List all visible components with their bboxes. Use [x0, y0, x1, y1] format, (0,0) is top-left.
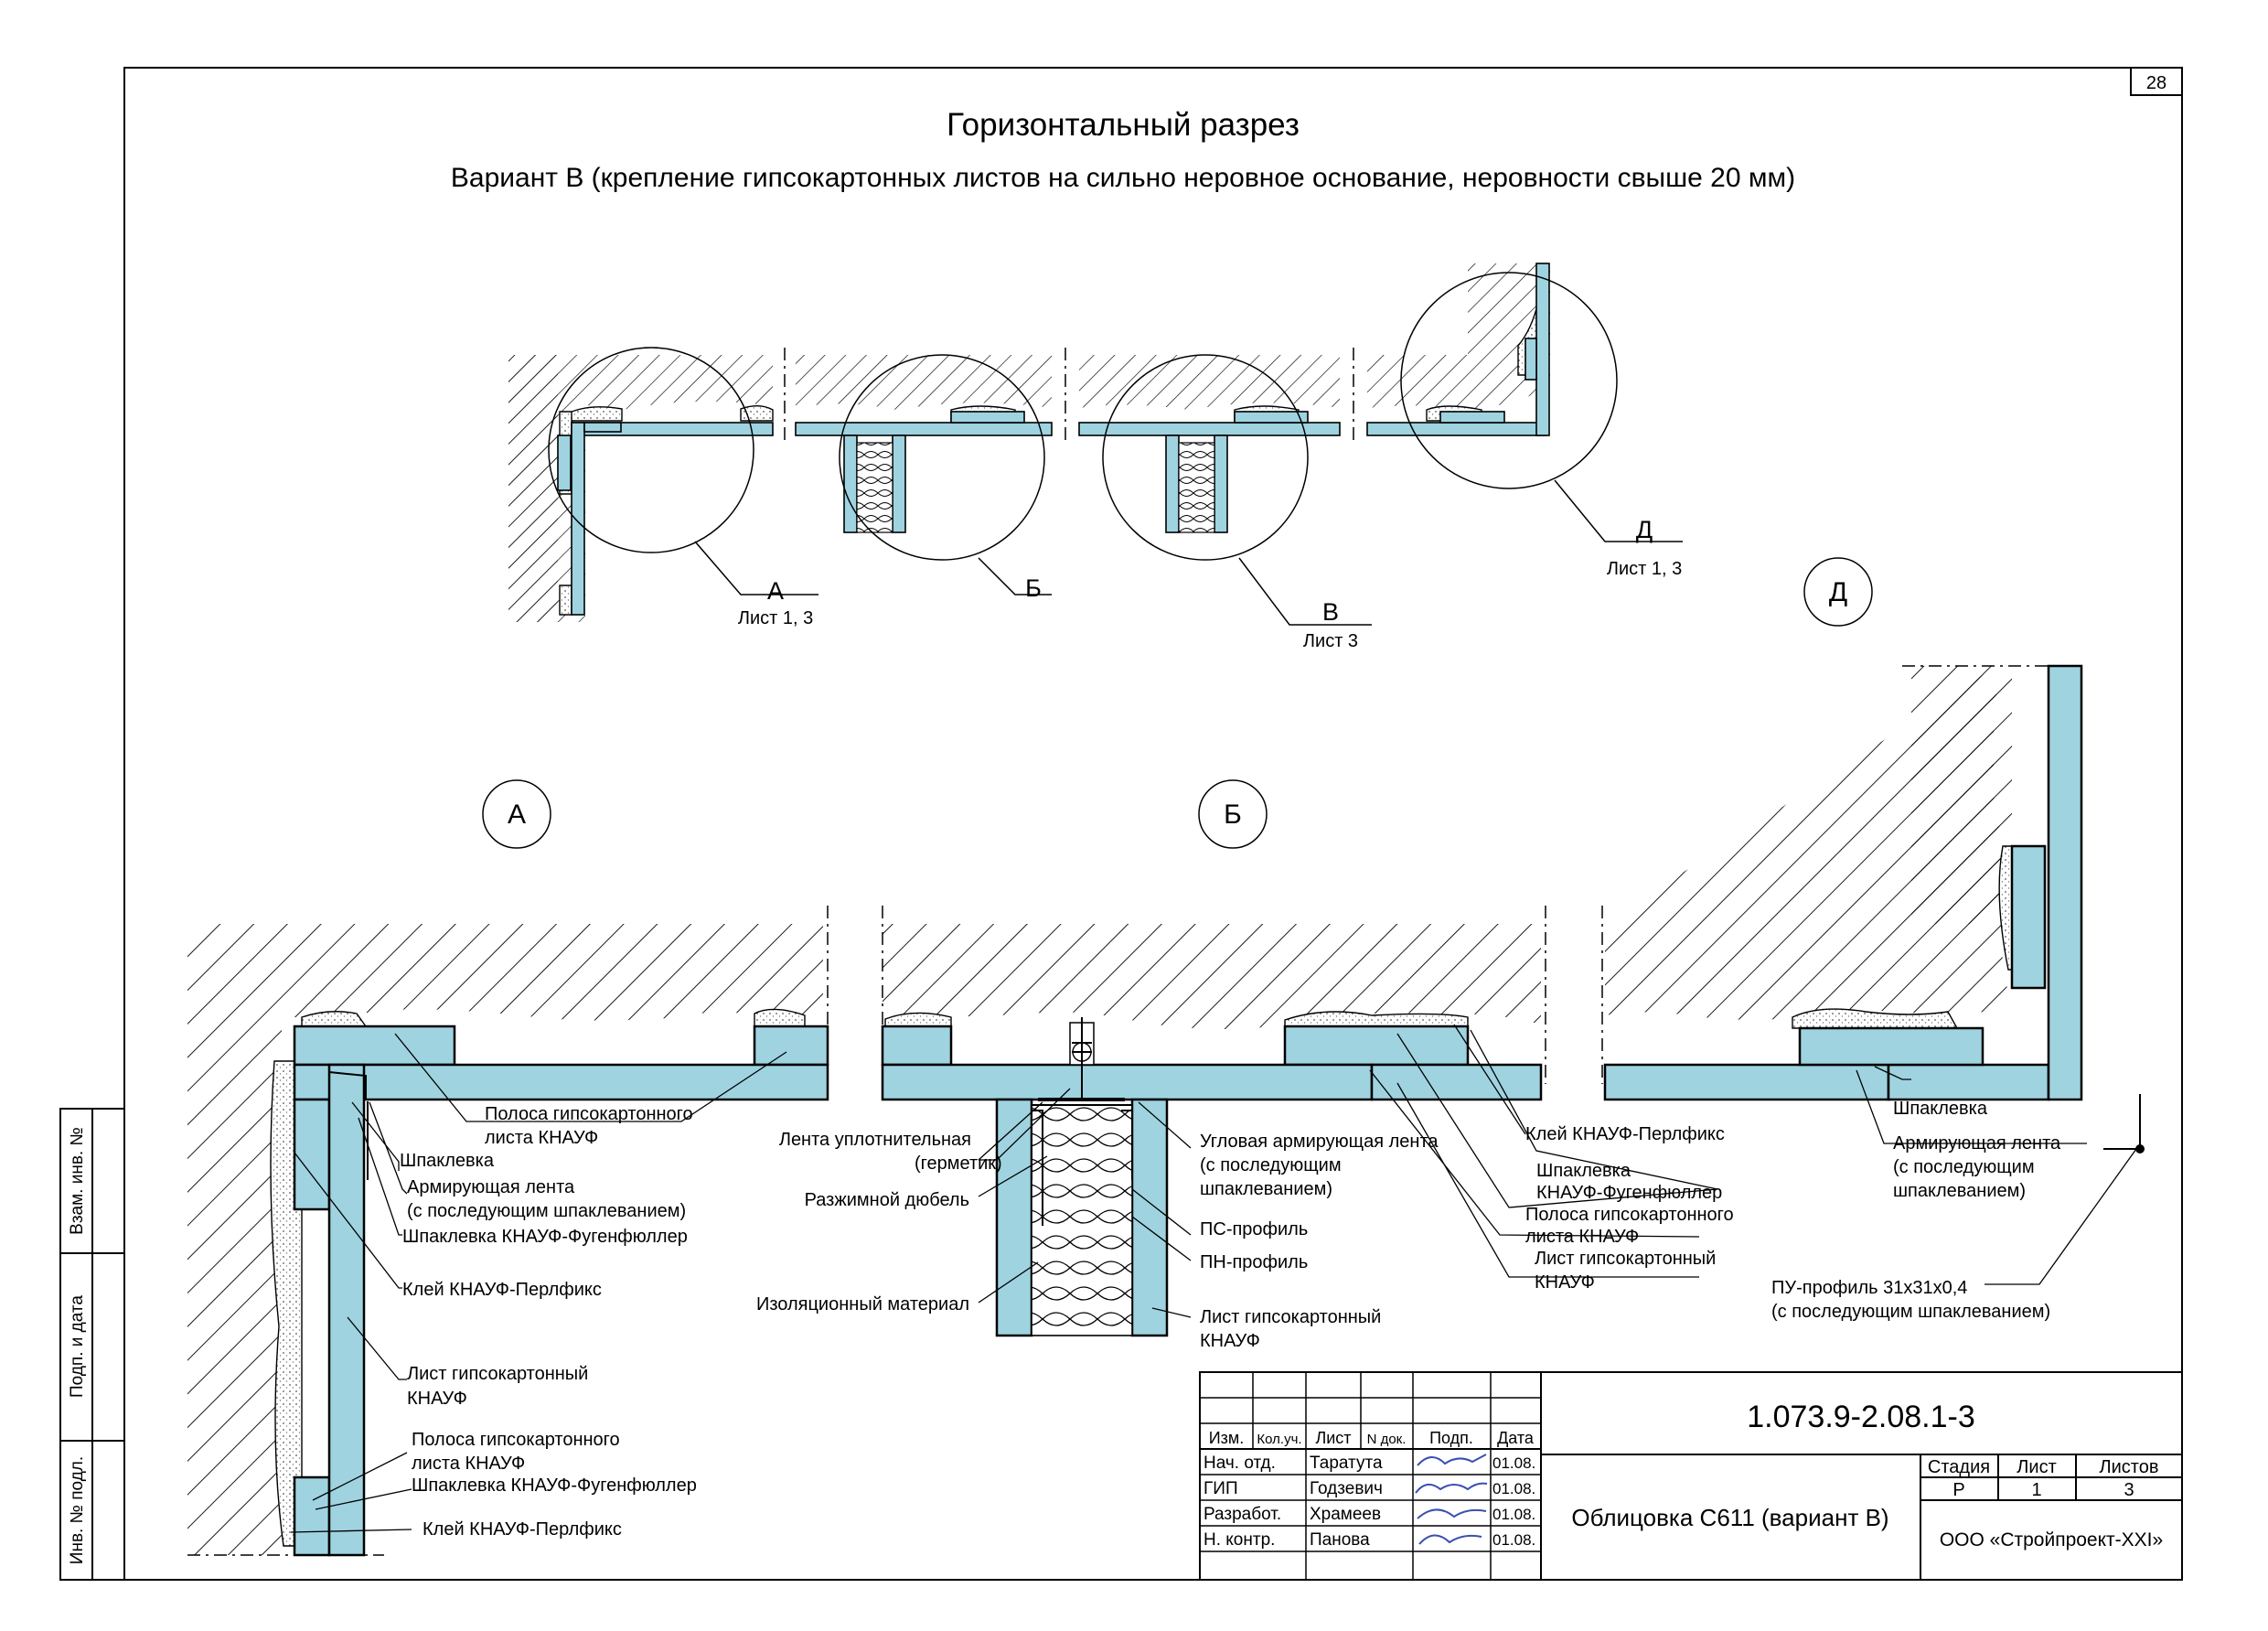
drawing-code: 1.073.9-2.08.1-3 [1747, 1400, 1975, 1434]
svg-text:шпаклеванием): шпаклеванием) [1893, 1181, 2026, 1201]
a-label-fugen2: Шпаклевка КНАУФ-Фугенфюллер [412, 1475, 697, 1496]
callout-a-letter: А [767, 577, 784, 605]
svg-text:листа КНАУФ: листа КНАУФ [412, 1454, 525, 1474]
svg-text:КНАУФ: КНАУФ [407, 1389, 467, 1409]
svg-text:Подп.: Подп. [1429, 1429, 1473, 1447]
svg-text:листа КНАУФ: листа КНАУФ [1525, 1227, 1639, 1247]
svg-text:01.08.: 01.08. [1492, 1531, 1535, 1549]
stamp-podp: Подп. и дата [68, 1295, 87, 1398]
callout-b-letter: Б [1025, 574, 1042, 602]
d-label-pu-profile: ПУ-профиль 31х31х0,4 [1771, 1278, 1967, 1298]
svg-text:01.08.: 01.08. [1492, 1480, 1535, 1497]
mid-leaders [1369, 1024, 1718, 1278]
a-label-sheet: Лист гипсокартонный [407, 1364, 588, 1384]
svg-text:3: 3 [2124, 1480, 2134, 1500]
sheet-frame [123, 67, 2183, 1581]
a-label-strip: Полоса гипсокартонного [485, 1104, 693, 1124]
mid-label-sheet: Лист гипсокартонный [1535, 1249, 1716, 1269]
detail-d-leaders [1856, 1066, 2137, 1285]
svg-text:КНАУФ: КНАУФ [1200, 1331, 1260, 1351]
svg-text:(с последующим шпаклеванием): (с последующим шпаклеванием) [1771, 1302, 2050, 1322]
svg-text:Лист: Лист [1315, 1429, 1351, 1447]
svg-text:Б: Б [1224, 799, 1242, 830]
svg-text:А: А [508, 799, 526, 830]
svg-text:Д: Д [1829, 577, 1847, 607]
tb-name-4: Панова [1310, 1530, 1370, 1550]
a-label-fugen: Шпаклевка КНАУФ-Фугенфюллер [402, 1227, 688, 1247]
svg-text:Стадия: Стадия [1928, 1457, 1990, 1477]
a-label-perlfix2: Клей КНАУФ-Перлфикс [423, 1519, 622, 1540]
d-label-putty: Шпаклевка [1893, 1099, 1988, 1119]
mid-label-putty: Шпаклевка [1536, 1161, 1631, 1181]
b-label-dowel: Разжимной дюбель [805, 1190, 969, 1210]
tb-name-2: Годзевич [1310, 1479, 1383, 1498]
detail-b-leaders [978, 1088, 1192, 1318]
svg-text:N док.: N док. [1367, 1432, 1407, 1447]
detail-d-marker [1803, 557, 1873, 627]
callout-v-letter: В [1322, 598, 1339, 626]
tb-role-1: Нач. отд. [1204, 1454, 1276, 1473]
stamp-vzam: Взам. инв. № [68, 1127, 87, 1235]
b-label-ps: ПС-профиль [1200, 1219, 1308, 1239]
svg-text:(с последующим: (с последующим [1893, 1157, 2035, 1177]
stamp-inv: Инв. № подл. [68, 1456, 87, 1564]
page-subtitle: Вариант В (крепление гипсокартонных лист… [451, 163, 1795, 193]
svg-text:Дата: Дата [1497, 1429, 1535, 1447]
side-stamp: Взам. инв. № Подп. и дата Инв. № подл. [59, 1108, 125, 1581]
svg-text:Кол.уч.: Кол.уч. [1257, 1432, 1301, 1447]
b-label-seal: Лента уплотнительная [779, 1130, 971, 1150]
mid-label-perlfix: Клей КНАУФ-Перлфикс [1525, 1124, 1725, 1144]
detail-d-drawing [1601, 664, 2145, 1154]
callout-d-ref: Лист 1, 3 [1607, 559, 1682, 579]
tb-name-3: Храмеев [1310, 1505, 1381, 1524]
detail-b-marker [1198, 779, 1268, 849]
b-label-pn: ПН-профиль [1200, 1252, 1308, 1272]
svg-text:(с последующим шпаклеванием): (с последующим шпаклеванием) [407, 1201, 686, 1221]
detail-a-marker [482, 779, 551, 849]
company-name: ООО «Стройпроект-XXI» [1940, 1529, 2163, 1551]
svg-text:1: 1 [2031, 1480, 2041, 1500]
callout-a-ref: Лист 1, 3 [738, 608, 813, 628]
a-label-strip2: Полоса гипсокартонного [412, 1430, 620, 1450]
tb-name-1: Таратута [1310, 1454, 1383, 1473]
title-block [1199, 1371, 2183, 1581]
signatures [1415, 1454, 1488, 1545]
svg-text:Изм.: Изм. [1209, 1429, 1245, 1447]
b-label-sheet: Лист гипсокартонный [1200, 1307, 1381, 1327]
svg-text:(герметик): (герметик) [915, 1154, 1002, 1174]
svg-text:(с последующим: (с последующим [1200, 1155, 1342, 1175]
tb-role-2: ГИП [1204, 1479, 1238, 1498]
svg-text:Лист: Лист [2017, 1457, 2056, 1477]
svg-text:Р: Р [1952, 1480, 1964, 1500]
detail-a-leaders [290, 1033, 787, 1533]
b-label-insulation: Изоляционный материал [756, 1294, 969, 1314]
svg-text:01.08.: 01.08. [1492, 1454, 1535, 1472]
mid-label-strip: Полоса гипсокартонного [1525, 1205, 1734, 1225]
drawing-title: Облицовка С611 (вариант В) [1571, 1504, 1888, 1531]
d-label-tape: Армирующая лента [1893, 1133, 2061, 1154]
a-label-tape: Армирующая лента [407, 1177, 575, 1197]
tb-role-3: Разработ. [1204, 1505, 1281, 1524]
svg-text:КНАУФ-Фугенфюллер: КНАУФ-Фугенфюллер [1536, 1183, 1722, 1203]
b-label-corner-tape: Угловая армирующая лента [1200, 1132, 1439, 1152]
tb-role-4: Н. контр. [1204, 1530, 1275, 1550]
svg-text:шпаклеванием): шпаклеванием) [1200, 1179, 1332, 1199]
sheet-number: 28 [2146, 73, 2166, 93]
svg-text:листа КНАУФ: листа КНАУФ [485, 1128, 598, 1148]
svg-text:01.08.: 01.08. [1492, 1506, 1535, 1523]
callout-v-ref: Лист 3 [1303, 631, 1358, 651]
svg-text:Листов: Листов [2100, 1457, 2159, 1477]
overview-plan [508, 263, 1683, 626]
a-label-perlfix: Клей КНАУФ-Перлфикс [402, 1280, 602, 1300]
page-title: Горизонтальный разрез [947, 107, 1300, 143]
a-label-putty: Шпаклевка [400, 1151, 495, 1171]
sheet-number-box [2130, 67, 2183, 96]
svg-text:КНАУФ: КНАУФ [1535, 1272, 1595, 1293]
callout-d-letter: Д [1636, 516, 1653, 543]
